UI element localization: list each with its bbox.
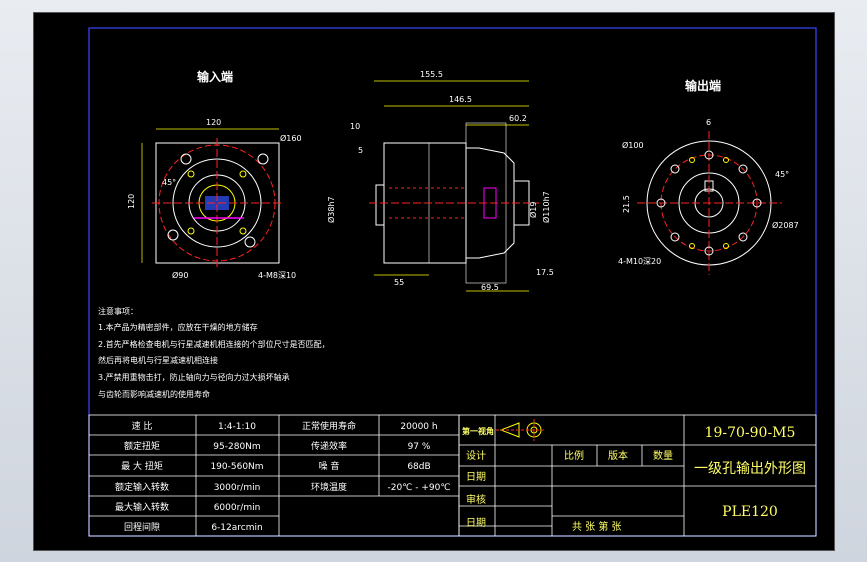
spec-cell: 20000 h <box>400 422 437 432</box>
scale-label: 比例 <box>564 449 584 462</box>
note-line: 与齿轮而影响减速机的使用寿命 <box>98 389 210 399</box>
drawing-code: 19-70-90-M5 <box>705 425 796 441</box>
input-bore-outer <box>172 158 262 248</box>
version-label: 版本 <box>608 449 628 462</box>
dim-len-5: 5 <box>358 146 363 155</box>
dim-out-key: 6 <box>706 118 711 127</box>
dim-len-175: 17.5 <box>536 268 554 277</box>
input-view-title: 输入端 <box>197 69 233 84</box>
projection-symbol <box>496 419 546 441</box>
dim-dia-right: Ø110h7 <box>541 191 551 223</box>
dim-in-w: 120 <box>206 118 221 127</box>
spec-cell: 6000r/min <box>214 503 261 513</box>
review-label: 审核 <box>466 493 486 506</box>
spec-table <box>88 414 460 537</box>
spec-cell: 最 大 扭矩 <box>121 460 163 472</box>
drawing-name: 一级孔输出外形图 <box>694 461 806 477</box>
spec-cell: 最大输入转数 <box>115 501 169 513</box>
dim-in-h: 120 <box>127 194 136 209</box>
dim-dia-left: Ø38h7 <box>326 196 336 223</box>
note-line: 然后再将电机与行星减速机相连接 <box>98 355 218 365</box>
output-end-view: 输出端 6 Ø100 45° 21.5 <box>618 78 799 275</box>
spec-cell: 回程间隙 <box>124 521 160 533</box>
spec-cell: 正常使用寿命 <box>302 420 356 432</box>
spec-cell: 3000r/min <box>214 483 261 493</box>
spec-cell: 1:4-1:10 <box>218 422 256 432</box>
spec-cell: 环境温度 <box>311 481 347 493</box>
model-number: PLE120 <box>722 504 778 520</box>
dim-len-out: 60.2 <box>509 114 527 123</box>
note-line: 1.本产品为精密部件，应放在干燥的地方储存 <box>98 322 258 332</box>
side-hidden-lines <box>389 187 464 219</box>
spec-cell: -20℃ - +90℃ <box>388 483 451 493</box>
input-end-view: 输入端 120 120 Ø16 <box>127 69 302 280</box>
note-line: 3.严禁用重物击打，防止轴向力与径向力过大损坏轴承 <box>98 372 290 382</box>
side-view: 155.5 146.5 60.2 10 5 Ø38h7 Ø110 <box>326 70 554 292</box>
output-view-title: 输出端 <box>685 78 721 93</box>
dim-out-bolt: Ø2087 <box>772 220 799 230</box>
dim-out-holes: 4-M10深20 <box>618 257 661 266</box>
dim-len-10: 10 <box>350 122 360 131</box>
dim-out-angle: 45° <box>775 170 789 179</box>
output-bolt-holes <box>656 150 762 256</box>
input-bolt-holes <box>167 153 269 248</box>
spec-cell: 噪 音 <box>319 460 340 472</box>
dim-len-695: 69.5 <box>481 283 499 292</box>
spec-cell: 6-12arcmin <box>211 523 262 533</box>
dim-dia-shaft: Ø19 <box>528 202 538 218</box>
date-label-2: 日期 <box>466 517 486 529</box>
spec-cell: 97 % <box>408 442 431 452</box>
quantity-label: 数量 <box>653 449 673 462</box>
notes-block: 注意事项： 1.本产品为精密部件，应放在干燥的地方储存 2.首先严格检查电机与行… <box>98 306 330 399</box>
dim-in-angle: 45° <box>162 178 176 187</box>
spec-cell: 传递效率 <box>311 440 347 452</box>
dim-len-total: 155.5 <box>420 70 443 79</box>
drawing-canvas[interactable]: 输入端 120 120 Ø16 <box>33 12 835 551</box>
gear-housing <box>465 147 515 259</box>
spec-cell: 68dB <box>407 462 430 472</box>
date-label-1: 日期 <box>466 471 486 483</box>
notes-title: 注意事项： <box>98 306 138 316</box>
spec-cell: 190-560Nm <box>210 462 263 472</box>
spec-cell: 额定扭矩 <box>124 440 160 452</box>
dim-out-keyh: 21.5 <box>622 195 631 213</box>
spec-cell: 95-280Nm <box>213 442 260 452</box>
dim-in-bore: Ø90 <box>172 270 188 280</box>
drawing-frame <box>88 27 817 537</box>
spec-cell: 速 比 <box>132 420 153 432</box>
dim-len-body: 146.5 <box>449 95 472 104</box>
title-block-text: 第一视角 设计 日期 审核 日期 比例 版本 数量 共 张 第 张 19-70-… <box>462 425 806 533</box>
dim-len-55: 55 <box>394 278 404 287</box>
dim-in-holes: 4-M8深10 <box>258 271 296 280</box>
design-label: 设计 <box>466 449 486 462</box>
note-line: 2.首先严格检查电机与行星减速机相连接的个部位尺寸是否匹配， <box>98 339 330 349</box>
spec-table-text: 速 比 1:4-1:10 正常使用寿命 20000 h 额定扭矩 95-280N… <box>115 420 450 533</box>
adapter-pilot <box>375 184 385 226</box>
title-block <box>458 414 817 537</box>
sheet-count: 共 张 第 张 <box>572 520 622 533</box>
dim-in-circle: Ø160 <box>280 133 302 143</box>
dim-out-pcd: Ø100 <box>622 140 644 150</box>
input-clamp <box>205 196 229 210</box>
projection-label: 第一视角 <box>462 426 494 436</box>
drawing-svg: 输入端 120 120 Ø16 <box>88 27 817 537</box>
spec-cell: 额定输入转数 <box>115 481 169 493</box>
